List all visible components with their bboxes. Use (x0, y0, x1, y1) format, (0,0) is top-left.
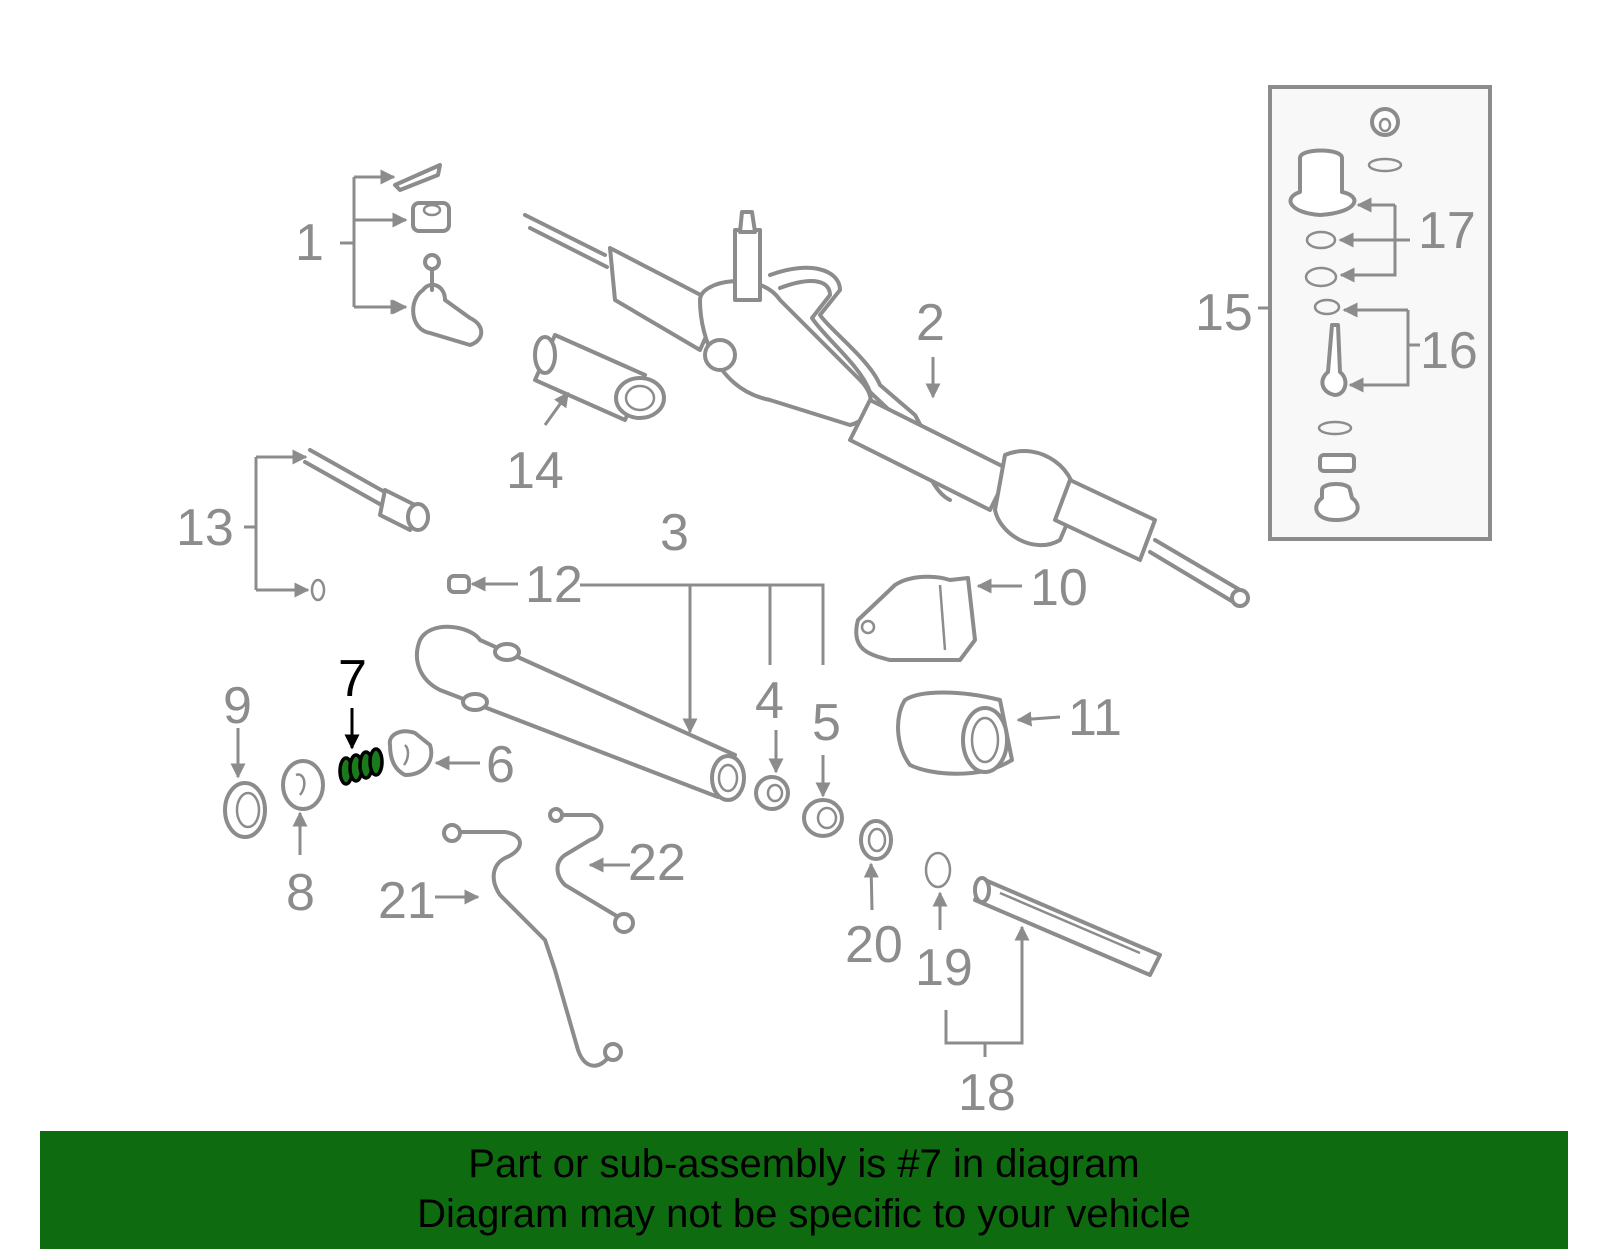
callout-9: 9 (223, 677, 252, 735)
part-6-bushing-half[interactable] (387, 729, 480, 777)
part-4-bushing[interactable] (754, 730, 790, 811)
callout-8: 8 (286, 864, 315, 922)
part-19-o-ring[interactable] (924, 851, 952, 930)
callout-20: 20 (845, 916, 903, 974)
part-9-seal[interactable] (223, 728, 267, 839)
callout-7-highlighted: 7 (338, 650, 367, 708)
callout-13: 13 (176, 499, 234, 557)
callout-17: 17 (1418, 202, 1476, 260)
part-13-inner-tie-rod[interactable] (244, 448, 430, 602)
part-7-spring-highlighted[interactable] (338, 708, 384, 786)
callout-19: 19 (915, 939, 973, 997)
callout-10: 10 (1030, 559, 1088, 617)
part-10-bracket[interactable] (854, 574, 1022, 662)
callout-21: 21 (378, 872, 436, 930)
part-1-tie-rod-end[interactable] (340, 163, 484, 347)
part-8-cap[interactable] (281, 759, 325, 855)
part-20-seal[interactable] (859, 819, 893, 911)
part-3-housing[interactable] (414, 583, 825, 802)
part-18-rack-bar[interactable] (944, 876, 1162, 1057)
callout-22: 22 (628, 834, 686, 892)
callout-15: 15 (1195, 284, 1253, 342)
info-banner: Part or sub-assembly is #7 in diagram Di… (40, 1131, 1568, 1249)
banner-line-disclaimer: Diagram may not be specific to your vehi… (417, 1192, 1191, 1236)
part-12-plug[interactable] (447, 574, 518, 594)
banner-line-part-number: Part or sub-assembly is #7 in diagram (468, 1142, 1140, 1186)
callout-1: 1 (295, 214, 324, 272)
inset-valve-kit[interactable] (1258, 85, 1492, 541)
callout-14: 14 (506, 442, 564, 500)
callout-3: 3 (660, 504, 689, 562)
part-14-boot[interactable] (533, 333, 666, 426)
callout-11: 11 (1068, 689, 1122, 747)
callout-12: 12 (525, 556, 583, 614)
callout-2: 2 (916, 294, 945, 352)
callout-4: 4 (755, 672, 784, 730)
part-5-bushing[interactable] (802, 755, 844, 838)
callout-18: 18 (958, 1064, 1016, 1122)
part-11-bushing[interactable] (896, 690, 1061, 776)
part-22-pipe[interactable] (548, 807, 635, 934)
part-2-rack-assembly[interactable] (523, 210, 1250, 608)
callout-6: 6 (486, 736, 515, 794)
callout-5: 5 (812, 694, 841, 752)
part-21-pipe[interactable] (435, 823, 623, 1068)
callout-16: 16 (1420, 322, 1478, 380)
